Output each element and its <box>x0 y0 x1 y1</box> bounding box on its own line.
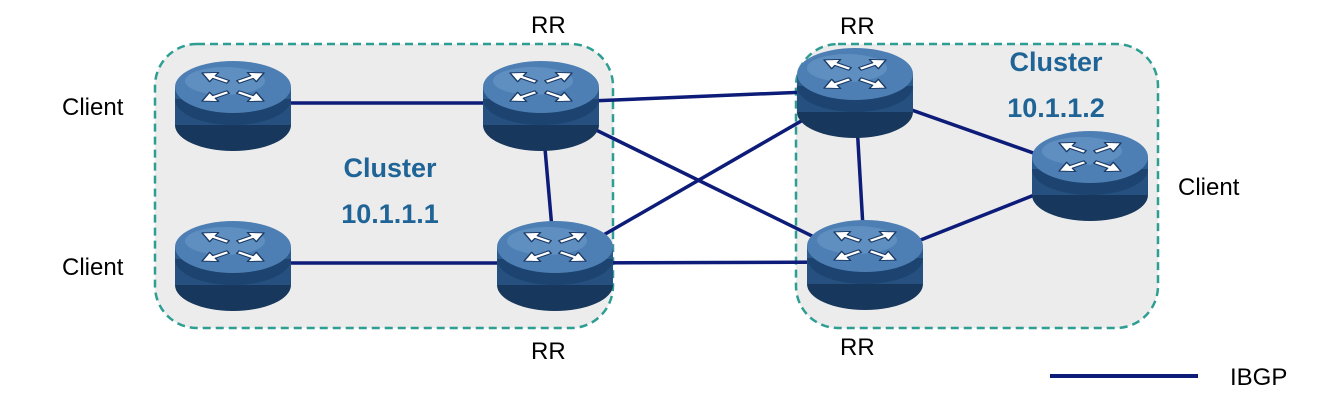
router-icon <box>483 61 599 151</box>
router-label-c1-rr-bottom: RR <box>531 338 566 365</box>
cluster-1-address: 10.1.1.1 <box>341 199 439 229</box>
router-icon <box>497 221 613 311</box>
legend-label: IBGP <box>1230 364 1287 391</box>
router-label-c1-client-bottom: Client <box>62 254 124 281</box>
cluster-2-address: 10.1.1.2 <box>1007 93 1105 123</box>
router-icon <box>797 48 913 138</box>
router-icon <box>175 221 291 311</box>
router-label-c2-rr-bottom: RR <box>840 334 875 361</box>
router-label-c2-rr-top: RR <box>840 13 875 40</box>
cluster-1-title: Cluster <box>343 153 437 183</box>
router-label-c2-client: Client <box>1178 174 1240 201</box>
router-label-c1-client-top: Client <box>62 94 124 121</box>
router-icon <box>1032 131 1148 221</box>
router-icon <box>175 61 291 151</box>
router-icon <box>807 220 923 310</box>
router-label-c1-rr-top: RR <box>531 12 566 39</box>
cluster-2-title: Cluster <box>1009 47 1103 77</box>
